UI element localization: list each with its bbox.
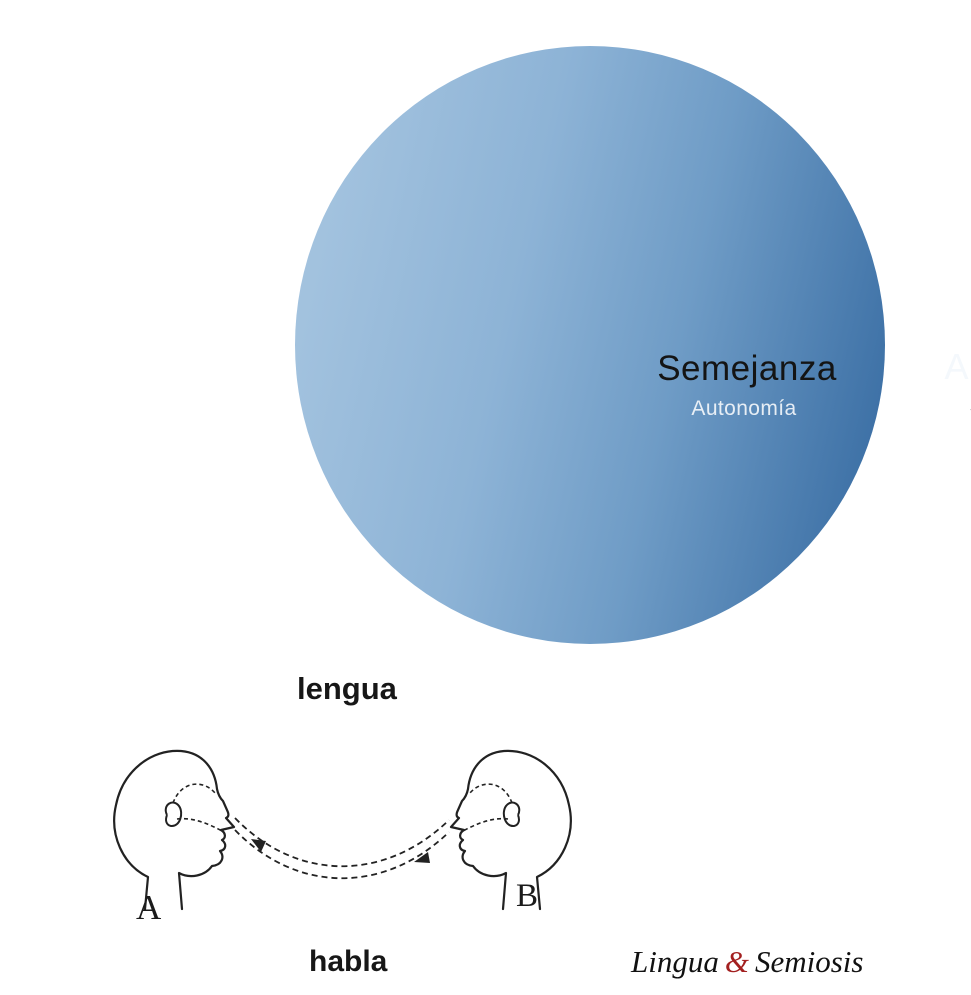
speaker-a-label: A	[136, 888, 162, 927]
circuit-curve-upper	[234, 817, 450, 868]
habla-label: habla	[309, 945, 388, 978]
head-b-ear	[502, 801, 521, 827]
head-a-outline	[113, 749, 236, 911]
head-b-outline	[449, 749, 572, 911]
head-b	[449, 749, 572, 911]
brand-ampersand: &	[724, 944, 749, 979]
circuit-curve-lower	[234, 829, 450, 880]
speaker-b-label: B	[516, 878, 539, 914]
gradient-circle: Semejanza Autonomía Autonomía Semejanza	[295, 46, 971, 644]
head-a-inner-path-top	[172, 783, 216, 804]
right-large-term: Autonomía	[944, 346, 971, 387]
brand-watermark: Lingua&Semiosis	[631, 944, 863, 980]
head-a-inner-path-mouth	[176, 817, 223, 832]
head-b-inner-path-mouth	[462, 817, 509, 832]
head-b-inner-path-top	[469, 783, 513, 804]
brand-word-1: Lingua	[631, 944, 719, 979]
head-a-ear	[164, 801, 183, 827]
speech-circuit-illustration	[113, 749, 572, 911]
brand-word-2: Semiosis	[754, 944, 864, 979]
head-a	[113, 749, 236, 911]
circuit-arrow-right	[414, 852, 430, 863]
right-small-term: Semejanza	[970, 395, 971, 419]
circuit-arrow-left	[251, 839, 266, 852]
lengua-label: lengua	[297, 671, 397, 706]
left-large-term: Semejanza	[657, 349, 837, 388]
left-small-term: Autonomía	[691, 397, 797, 420]
